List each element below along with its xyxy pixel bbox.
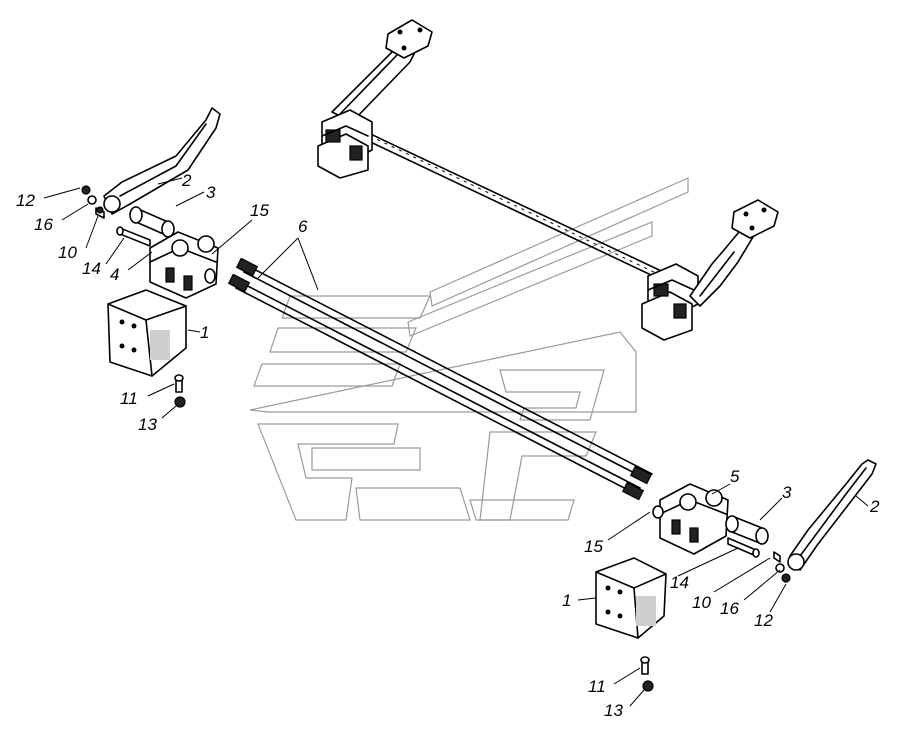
callout-13-left: 13 <box>138 415 157 434</box>
callout-14-right: 14 <box>670 573 689 592</box>
callout-2-left: 2 <box>181 171 192 190</box>
callout-11-left: 11 <box>120 389 138 408</box>
bracket-5 <box>659 483 729 555</box>
fastener-set-left <box>81 185 105 219</box>
callout-6: 6 <box>298 217 308 236</box>
callout-3-left: 3 <box>206 183 216 202</box>
bushing-left <box>129 206 175 238</box>
callout-1-left: 1 <box>200 323 209 342</box>
bolt-nut-left <box>174 374 186 408</box>
callout-11-right: 11 <box>588 677 606 696</box>
callout-15-right: 15 <box>584 537 603 556</box>
callout-13-right: 13 <box>604 701 623 720</box>
callout-15-left: 15 <box>250 201 269 220</box>
callout-10-left: 10 <box>58 243 77 262</box>
callout-14-left: 14 <box>82 259 101 278</box>
pin-left <box>116 226 151 247</box>
bushing-right <box>725 515 769 545</box>
callout-5: 5 <box>730 467 740 486</box>
bolt-nut-right <box>640 656 654 692</box>
stabilizer-bar-assembly <box>317 19 779 341</box>
callout-4: 4 <box>110 265 119 284</box>
lever-arm-right <box>787 459 877 571</box>
callout-12-left: 12 <box>16 191 35 210</box>
callout-2-right: 2 <box>869 497 880 516</box>
support-bracket-right <box>595 557 667 639</box>
bracket-4 <box>149 231 219 299</box>
pin-right <box>727 537 760 558</box>
callout-10-right: 10 <box>692 593 711 612</box>
fastener-set-right <box>773 551 791 583</box>
callout-3-right: 3 <box>782 483 792 502</box>
lever-arm-left <box>103 107 221 215</box>
rod-pair <box>227 257 653 501</box>
washer-left <box>204 268 216 284</box>
leader-lines <box>43 177 869 707</box>
callout-1-right: 1 <box>562 591 571 610</box>
callout-12-right: 12 <box>754 611 773 630</box>
callout-16-right: 16 <box>720 599 739 618</box>
support-bracket-left <box>107 289 187 377</box>
callout-16-left: 16 <box>34 215 53 234</box>
watermark-logo <box>249 177 689 521</box>
callout-labels: 2 3 15 12 16 10 14 4 1 11 13 6 5 3 2 15 … <box>16 171 880 720</box>
washer-right <box>652 505 664 519</box>
